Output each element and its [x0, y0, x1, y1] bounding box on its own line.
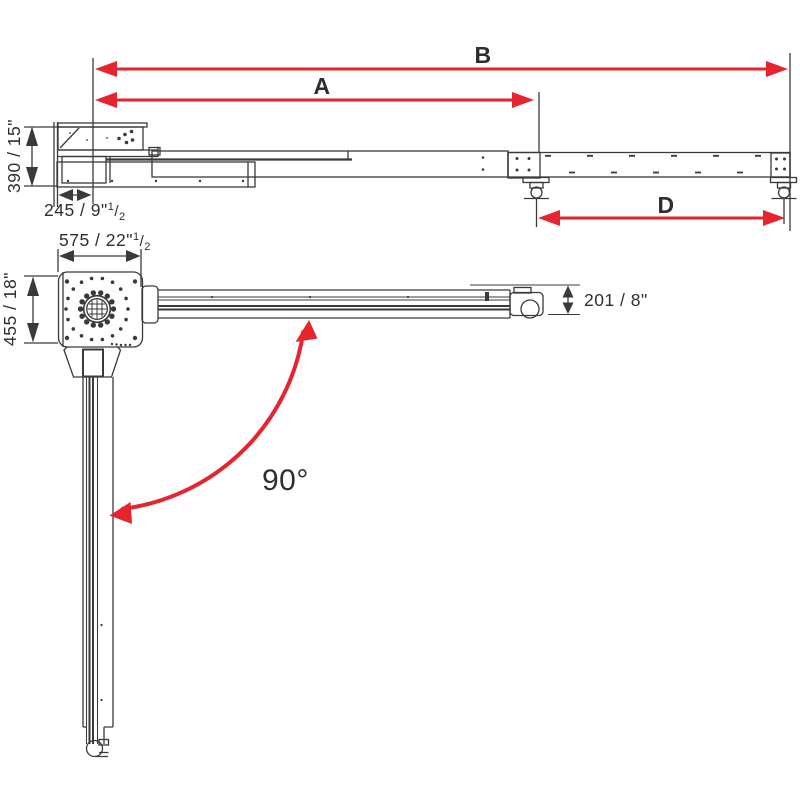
hanger-trolley-left — [522, 176, 550, 227]
dim-201-arrow — [470, 284, 580, 315]
dim-245-label: 245 / 9"1/2 — [44, 200, 126, 223]
outer-boom-section — [56, 158, 352, 188]
motor-housing — [57, 122, 159, 184]
dim-a-label: A — [313, 73, 330, 99]
dim-201-label: 201 / 8" — [584, 290, 648, 310]
plan-view-drawing — [24, 249, 580, 758]
dim-b-arrow — [95, 61, 788, 77]
mount-bracket — [63, 346, 122, 378]
dim-b-label: B — [474, 42, 491, 68]
dim-455-label: 455 / 18" — [0, 272, 20, 346]
bolt-circle — [64, 276, 138, 347]
arm-end-wheel — [85, 738, 110, 758]
rotation-arc-arrow — [109, 320, 318, 524]
boom-arm-horizontal — [141, 285, 544, 324]
section-bolts — [515, 157, 786, 172]
gearbox-plate — [57, 271, 144, 348]
extension-lines — [92, 53, 791, 231]
extended-boom-section — [507, 151, 791, 179]
boom-arm-vertical — [82, 377, 114, 758]
sprocket-teeth — [77, 290, 117, 328]
dim-d-arrow — [538, 210, 785, 226]
dim-d-label: D — [657, 192, 674, 218]
dim-575-label: 575 / 22"1/2 — [59, 230, 151, 253]
dim-390-label: 390 / 15" — [4, 119, 24, 193]
dim-455-arrow — [24, 275, 58, 344]
dim-a-arrow — [95, 92, 534, 108]
housing-screws — [69, 129, 135, 145]
hanger-trolley-right — [769, 176, 798, 224]
dim-575-arrow — [57, 249, 142, 287]
dim-390-arrow — [24, 126, 58, 187]
side-view-drawing — [24, 53, 798, 231]
casing-rivets — [66, 179, 245, 183]
dim-245-arrow — [58, 189, 92, 201]
drive-sprocket — [77, 290, 117, 328]
red-dimension-arrows — [95, 61, 788, 226]
boom-end-wheel — [509, 286, 544, 319]
angle-label: 90° — [262, 464, 309, 497]
